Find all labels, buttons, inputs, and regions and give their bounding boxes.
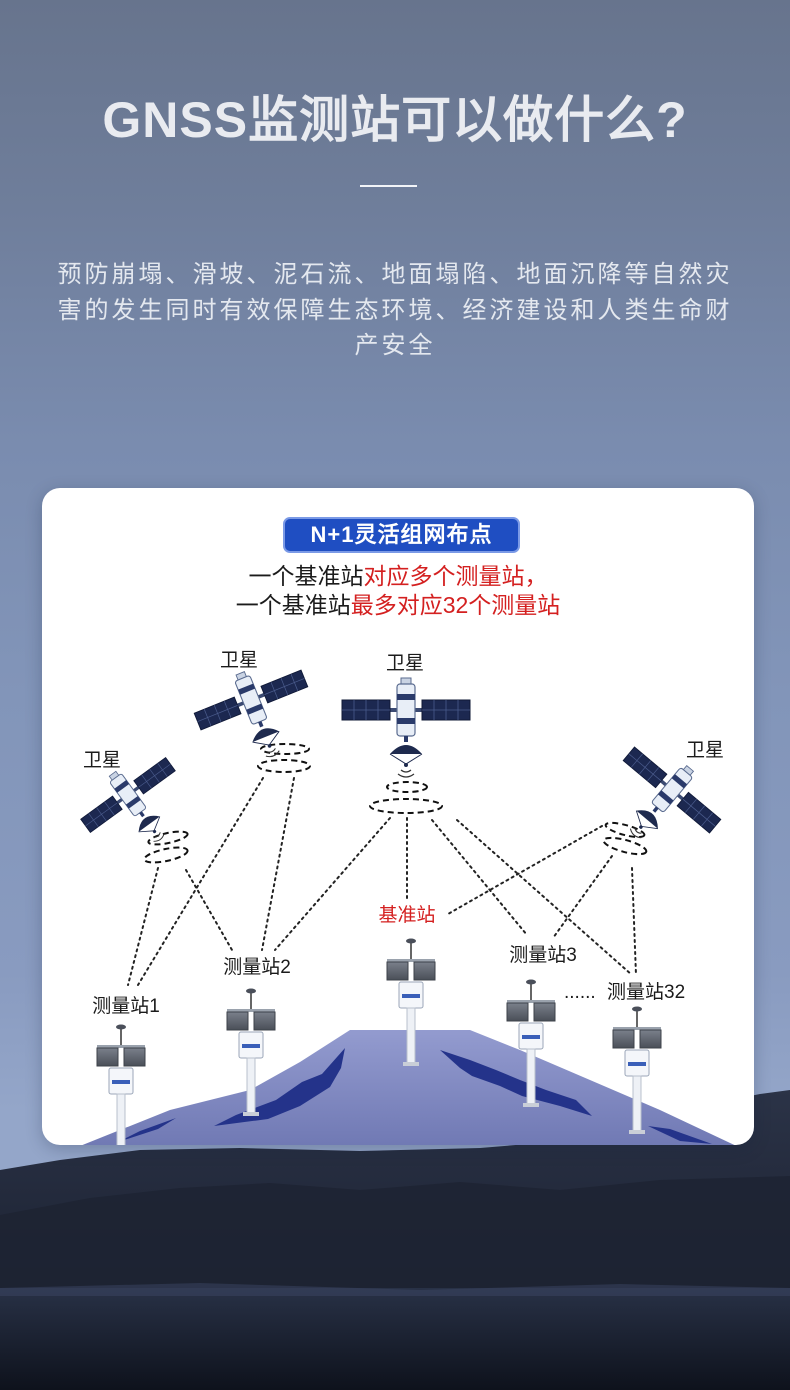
intro-line: 害的发生同时有效保障生态环境、经济建设和人类生命财	[57, 296, 733, 324]
signal-links	[127, 777, 637, 986]
measurement-station-label: 测量站32	[607, 981, 685, 1003]
signal-ring	[602, 836, 648, 856]
lake-water	[0, 1288, 790, 1390]
caption-highlight: 对应多个测量站，	[363, 563, 548, 589]
base-station-label: 基准站	[378, 904, 435, 926]
signal-ring	[369, 798, 443, 814]
mountain-terrain	[82, 1030, 735, 1145]
measurement-station-label: 测量站1	[92, 995, 160, 1017]
satellite-label: 卫星	[686, 740, 724, 761]
signal-ring	[260, 743, 310, 755]
signal-link	[127, 867, 159, 986]
page-title: GNSS监测站可以做什么?	[102, 92, 688, 148]
measurement-station-label: 测量站2	[223, 956, 291, 978]
caption-line: 一个基准站最多对应32个测量站	[42, 591, 754, 620]
network-diagram-card: 卫星 卫星 卫星 卫星 基准站 测量站1 测量站2 测量站3 ...... 测量…	[42, 488, 754, 1145]
signal-link	[261, 777, 295, 951]
satellite-icon	[341, 677, 471, 778]
signal-link	[274, 817, 391, 951]
terrain-crack	[648, 1126, 712, 1144]
omitted-stations-marker: ......	[564, 982, 596, 1003]
measurement-station-label: 测量站3	[509, 944, 577, 966]
signal-ring	[604, 821, 646, 839]
signal-link	[431, 819, 528, 936]
satellite-label: 卫星	[386, 653, 424, 674]
signal-link	[456, 819, 633, 976]
signal-link	[137, 777, 264, 986]
shoreline	[0, 1283, 790, 1296]
network-diagram: 卫星 卫星 卫星 卫星 基准站 测量站1 测量站2 测量站3 ...... 测量…	[69, 650, 735, 1145]
signal-rings	[143, 743, 648, 864]
signal-link	[447, 825, 603, 915]
satellite-label: 卫星	[83, 750, 121, 771]
terrain-crack	[214, 1048, 345, 1126]
caption-plain: 一个基准站	[235, 592, 351, 618]
satellite-label: 卫星	[220, 650, 258, 671]
signal-ring	[147, 830, 189, 846]
signal-link	[552, 855, 613, 939]
diagram-caption: 一个基准站对应多个测量站， 一个基准站最多对应32个测量站	[42, 562, 754, 620]
signal-ring	[143, 846, 189, 864]
intro-line: 产安全	[354, 332, 436, 359]
caption-plain: 一个基准站	[248, 563, 364, 589]
terrain-crack	[440, 1050, 592, 1116]
caption-line: 一个基准站对应多个测量站，	[42, 562, 754, 591]
signal-ring	[257, 759, 311, 773]
intro-paragraph: 预防崩塌、滑坡、泥石流、地面塌陷、地面沉降等自然灾 害的发生同时有效保障生态环境…	[20, 257, 770, 364]
terrain-crack	[118, 1118, 176, 1142]
signal-link	[631, 867, 637, 976]
signal-ring	[386, 781, 428, 793]
network-badge: N+1灵活组网布点	[283, 517, 520, 553]
title-divider	[360, 185, 417, 187]
intro-line: 预防崩塌、滑坡、泥石流、地面塌陷、地面沉降等自然灾	[57, 261, 733, 288]
signal-link	[185, 869, 233, 951]
caption-highlight: 最多对应32个测量站	[350, 592, 561, 618]
